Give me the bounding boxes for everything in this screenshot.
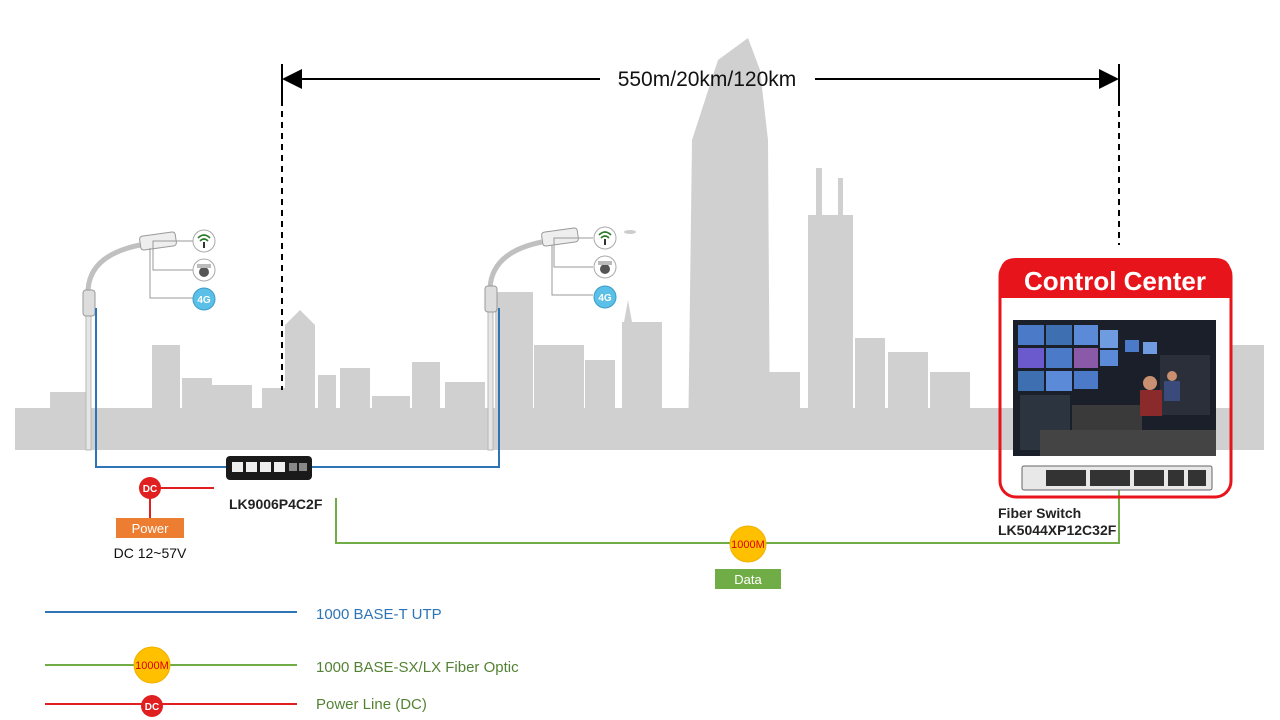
speed-marker: 1000M — [731, 539, 765, 551]
wifi-icon — [192, 229, 216, 253]
legend-power-marker: DC — [145, 702, 159, 713]
svg-text:4G: 4G — [197, 295, 211, 306]
control-center-title: Control Center — [1024, 266, 1206, 296]
legend-fiber-marker: 1000M — [135, 660, 169, 672]
4g-icon: 4G — [593, 285, 617, 309]
fiber-switch — [1021, 465, 1213, 491]
legend-utp-label: 1000 BASE-T UTP — [316, 606, 442, 623]
distance-label: 550m/20km/120km — [618, 68, 797, 91]
legend-fiber-label: 1000 BASE-SX/LX Fiber Optic — [316, 659, 519, 676]
data-badge-label: Data — [734, 572, 762, 587]
camera-icon — [192, 258, 216, 282]
legend-power-label: Power Line (DC) — [316, 696, 427, 713]
power-line: DC — [139, 477, 214, 518]
control-center-box: Control Center — [998, 258, 1233, 499]
fiber-switch-model: LK5044XP12C32F — [998, 522, 1117, 538]
fiber-switch-label: Fiber Switch — [998, 505, 1081, 521]
street-light-pole-middle — [484, 227, 593, 451]
control-room-photo — [1013, 320, 1216, 456]
bird-icon — [624, 230, 636, 234]
4g-icon: 4G — [192, 287, 216, 311]
svg-text:4G: 4G — [598, 293, 612, 304]
street-light-pole-left — [82, 231, 193, 451]
wifi-icon — [593, 226, 617, 250]
utp-cabling — [95, 308, 500, 468]
distance-dimension: 550m/20km/120km — [281, 64, 1120, 390]
power-voltage: DC 12~57V — [114, 545, 187, 561]
power-badge — [116, 518, 184, 538]
camera-icon — [593, 255, 617, 279]
power-badge-label: Power — [132, 521, 170, 536]
dc-marker: DC — [143, 484, 157, 495]
edge-switch — [226, 456, 312, 480]
data-badge — [715, 569, 781, 589]
fiber-link: 1000M — [335, 488, 1120, 563]
legend: 1000 BASE-T UTP 1000M 1000 BASE-SX/LX Fi… — [45, 606, 519, 717]
edge-switch-model: LK9006P4C2F — [229, 496, 323, 512]
